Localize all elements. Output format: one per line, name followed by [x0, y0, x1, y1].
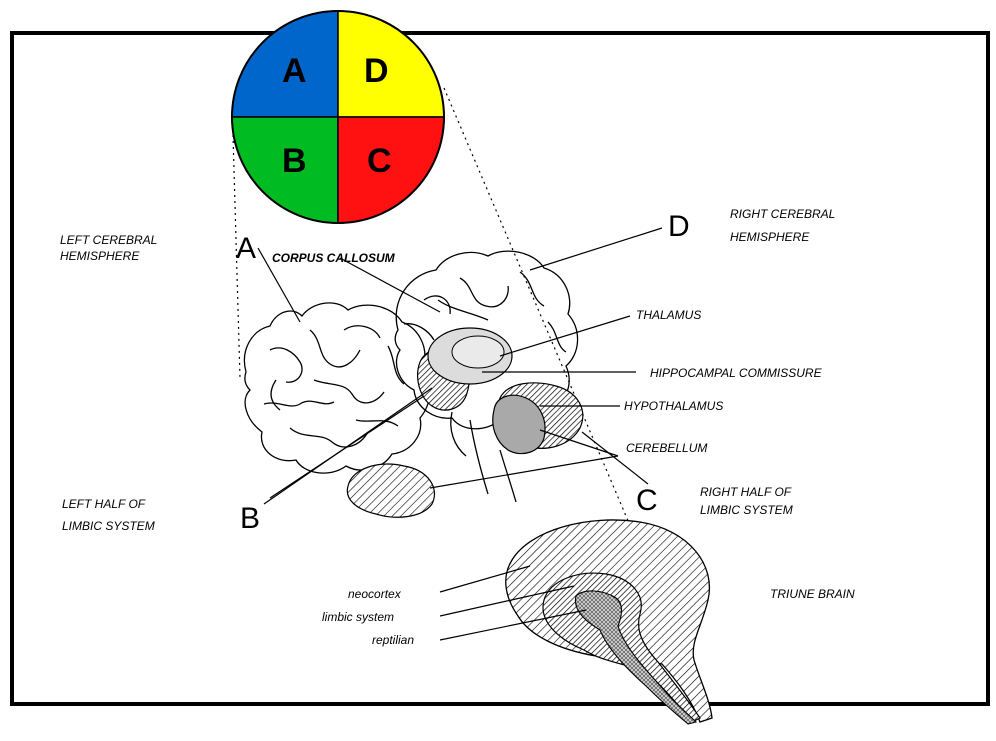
projection-lines [232, 87, 701, 691]
neocortex-label: neocortex [348, 587, 402, 601]
marker-a: A [236, 232, 256, 265]
hippocampal-commissure-label: HIPPOCAMPAL COMMISSURE [650, 366, 823, 380]
cerebellum-label: CEREBELLUM [626, 441, 707, 455]
marker-d: D [668, 210, 690, 243]
quadrant-d-letter: D [364, 52, 389, 90]
quadrant-a-letter: A [282, 52, 307, 90]
hypothalamus-label: HYPOTHALAMUS [624, 399, 723, 413]
corpus-callosum-label: CORPUS CALLOSUM [272, 251, 396, 265]
triune-brain-label: TRIUNE BRAIN [770, 587, 855, 601]
left-hemisphere-label-line2: HEMISPHERE [60, 249, 140, 263]
limbic-system-label: limbic system [322, 610, 394, 624]
marker-b: B [240, 502, 260, 535]
triune-reptilian [574, 590, 698, 725]
reptilian-label: reptilian [372, 633, 414, 647]
triune-pointer-lines [439, 565, 587, 641]
left-limbic-label-line2: LIMBIC SYSTEM [62, 519, 155, 533]
pointer-lines [257, 227, 663, 505]
left-limbic-label-line1: LEFT HALF OF [62, 497, 146, 511]
quadrant-circle: A D B C [231, 10, 445, 224]
thalamus-label: THALAMUS [636, 308, 701, 322]
left-hemisphere-label-line1: LEFT CEREBRAL [60, 233, 157, 247]
right-limbic-label-line2: LIMBIC SYSTEM [700, 503, 793, 517]
quadrant-d [337, 10, 445, 118]
right-limbic-label-line1: RIGHT HALF OF [700, 485, 792, 499]
left-cerebellum [346, 463, 435, 518]
hypothalamus-shape [492, 394, 546, 455]
right-hemisphere-drawing [394, 250, 584, 503]
right-hemisphere-label-line1: RIGHT CEREBRAL [730, 207, 835, 221]
quadrant-c-letter: C [367, 142, 392, 180]
right-hemisphere-label-line2: HEMISPHERE [730, 230, 810, 244]
quadrant-b-letter: B [282, 142, 307, 180]
marker-c: C [636, 484, 658, 517]
